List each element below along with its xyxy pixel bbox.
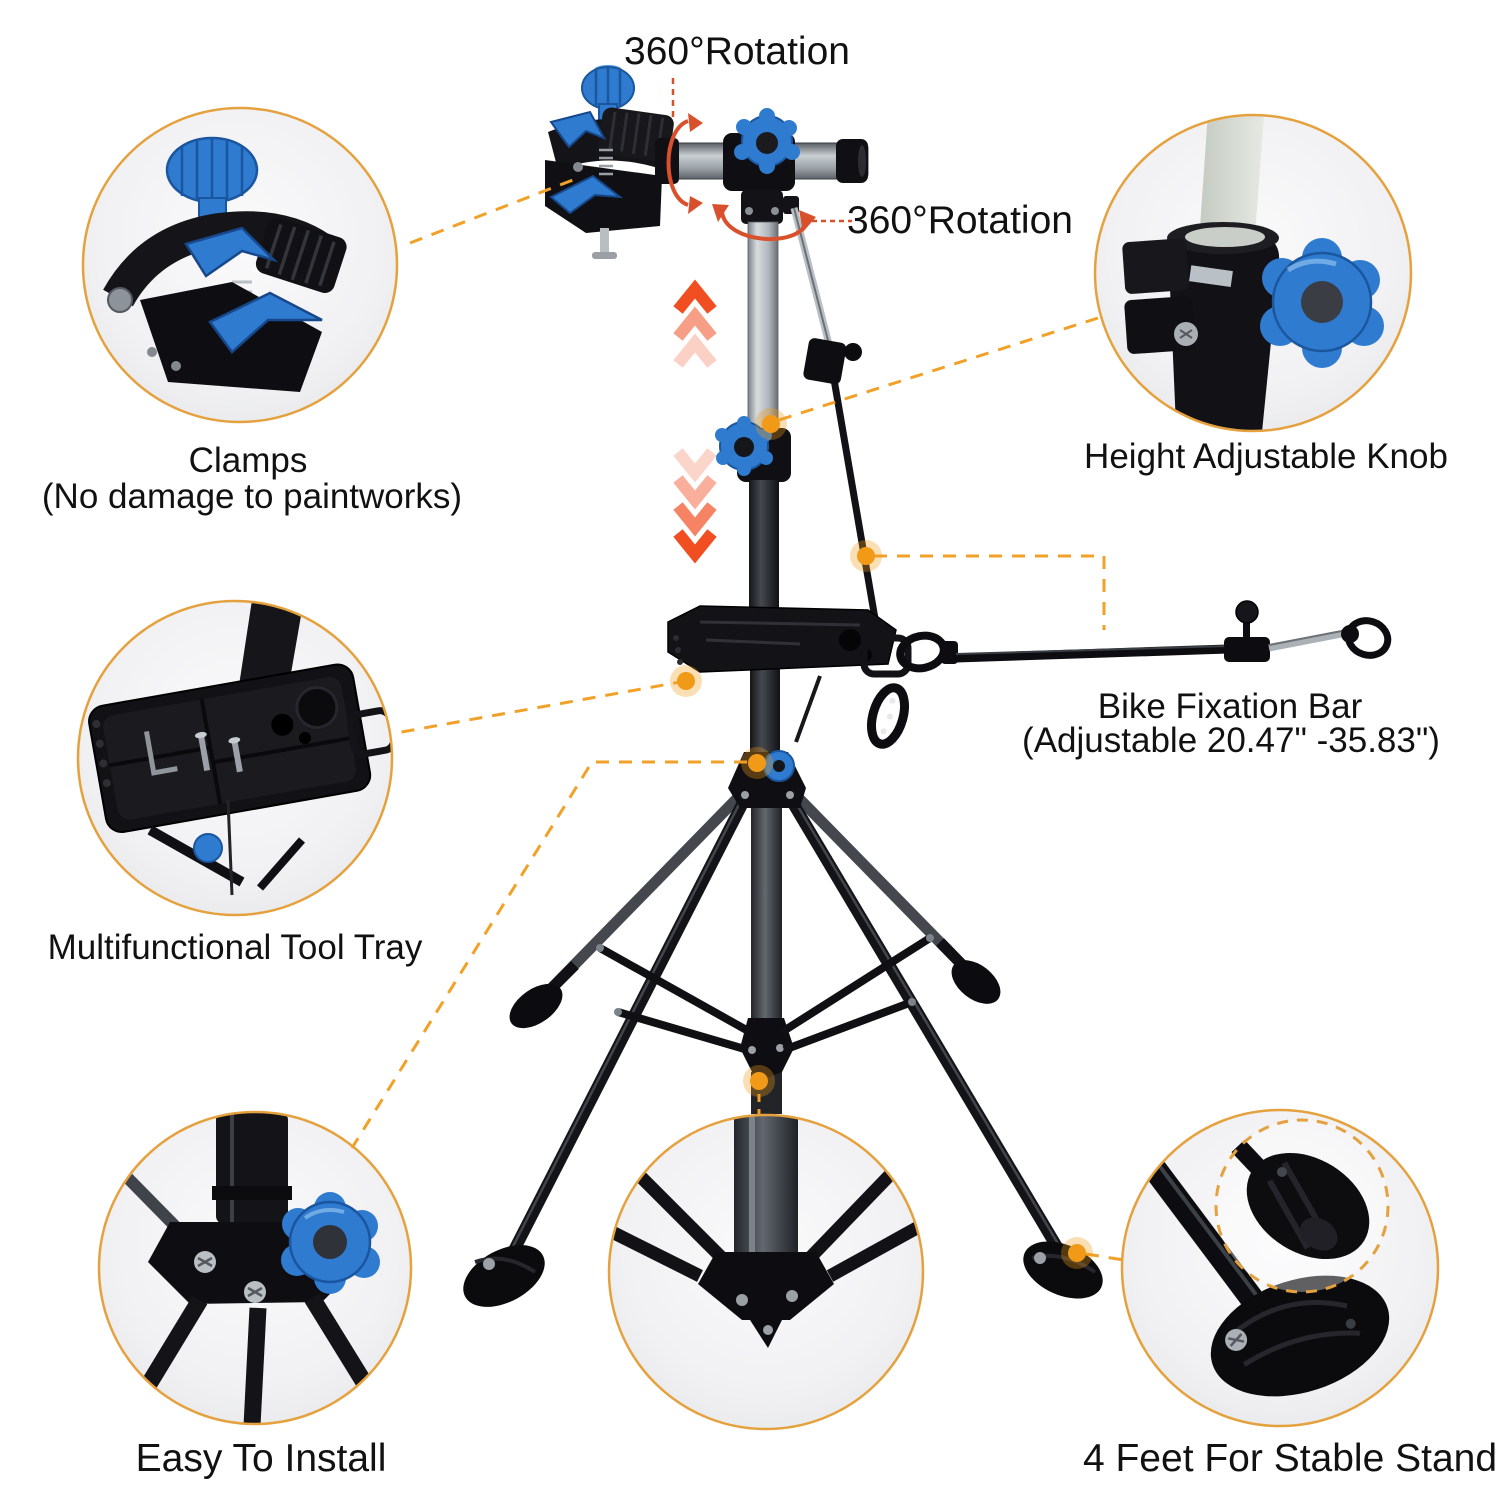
horizontal-arm: [655, 108, 869, 224]
label-clamps-title: Clamps: [188, 441, 308, 480]
connector-tool-tray: [395, 679, 687, 735]
label-fixation-title: Bike Fixation Bar: [1097, 687, 1363, 726]
callout-height-knob: [1093, 113, 1413, 433]
label-rotation-mid: 360°Rotation: [847, 199, 1073, 242]
rotation-arrow-icon-top: [666, 78, 703, 214]
repair-stand: [463, 65, 1392, 1307]
label-height-knob: Height Adjustable Knob: [1084, 437, 1448, 476]
connector-easy-install: [350, 760, 747, 1149]
connector-clamps: [409, 176, 579, 245]
connector-lines: [350, 176, 1125, 1262]
arm-lock-knob: [734, 108, 800, 174]
callout-easy-install: [97, 1110, 413, 1426]
rotation-arrow-icon-mid: [712, 204, 852, 242]
callout-tool-tray: [76, 599, 394, 917]
connector-fixation-bar: [874, 554, 1106, 630]
label-easy-install: Easy To Install: [135, 1437, 387, 1480]
connector-foot: [1085, 1252, 1125, 1262]
label-rotation-top: 360°Rotation: [624, 30, 850, 73]
tripod-legs: [463, 750, 1103, 1307]
main-pole: [715, 221, 791, 1114]
label-tool-tray: Multifunctional Tool Tray: [47, 928, 423, 967]
callout-base-hub: [607, 1113, 925, 1431]
chevron-up-icon: [673, 279, 717, 368]
label-fixation-sub: (Adjustable 20.47" -35.83"): [1022, 721, 1440, 760]
connector-height-knob: [778, 316, 1099, 422]
label-clamps-sub: (No damage to paintworks): [41, 477, 463, 516]
install-knob: [281, 1192, 380, 1294]
bike-fixation-bar: [896, 600, 1392, 673]
callout-four-feet: [1120, 1108, 1440, 1428]
label-four-feet: 4 Feet For Stable Stand: [1082, 1437, 1498, 1480]
chevron-down-icon: [673, 448, 717, 564]
height-knob-large: [1260, 238, 1384, 368]
clamp-head: [545, 65, 674, 259]
tool-tray: [667, 605, 912, 678]
height-lock-knob: [715, 416, 773, 476]
callout-clamps: [81, 106, 399, 424]
connector-dots: [670, 408, 1093, 1269]
